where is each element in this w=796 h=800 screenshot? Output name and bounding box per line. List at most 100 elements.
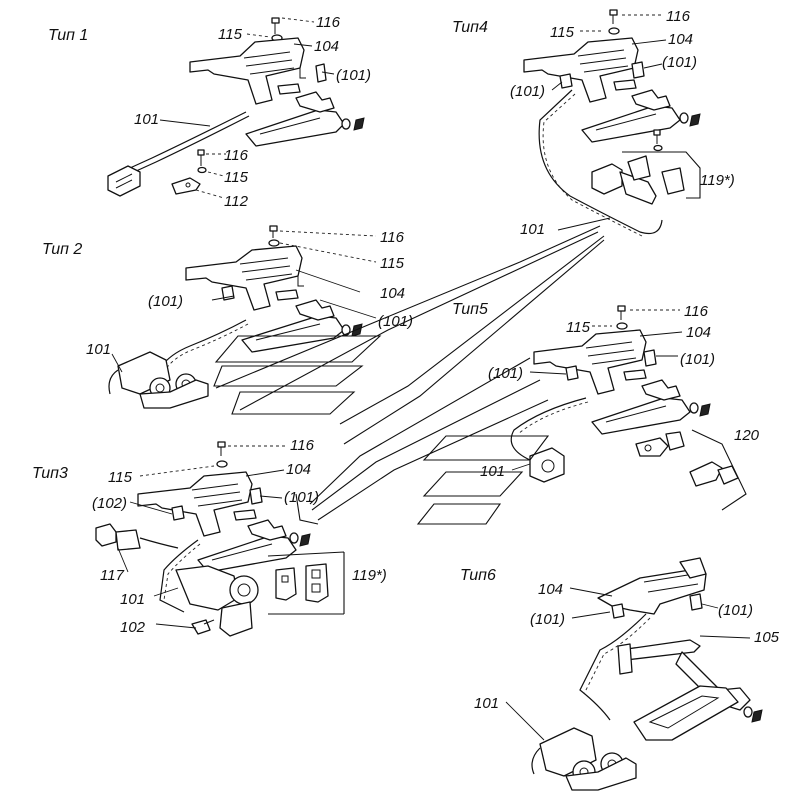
type5-label-120: 120 [734, 427, 760, 444]
type2-label-101-clip: (101) [148, 293, 183, 310]
type3-label-119: 119*) [352, 567, 387, 584]
type5-label-101: 101 [480, 463, 505, 480]
type4-lever [581, 79, 701, 143]
type3-label-102-clip: (102) [92, 495, 127, 512]
type4-bolt-small [653, 129, 663, 152]
type5-label-116: 116 [684, 303, 709, 320]
type5-title: Тип5 [452, 301, 488, 318]
type5-assembly: Тип5 [416, 301, 760, 525]
type4-washer-115 [608, 27, 620, 35]
type2-title: Тип 2 [42, 241, 82, 258]
type4-label-115: 115 [550, 24, 575, 41]
type3-label-115: 115 [108, 469, 133, 486]
type4-bracket-set-119 [622, 151, 701, 199]
type3-label-117: 117 [100, 567, 125, 584]
type5-lever [591, 369, 711, 435]
type6-label-101-right: (101) [718, 602, 753, 619]
type3-bolt-102 [191, 619, 215, 635]
type5-bracket-104 [533, 329, 647, 395]
type3-label-104: 104 [286, 461, 311, 478]
type4-label-101-right: (101) [662, 54, 697, 71]
type3-label-102: 102 [120, 619, 146, 636]
type4-label-101: 101 [520, 221, 545, 238]
type4-label-116: 116 [666, 8, 691, 25]
type1-label-116: 116 [316, 14, 341, 31]
type1-bracket-112 [171, 177, 201, 195]
type3-label-116: 116 [290, 437, 315, 454]
type2-washer-115 [268, 239, 280, 247]
type5-label-115: 115 [566, 319, 591, 336]
type3-plug-117 [95, 523, 179, 551]
type3-label-101-clip: (101) [284, 489, 319, 506]
type5-clip-101-right [643, 349, 657, 367]
type1-title: Тип 1 [48, 27, 88, 44]
type2-label-116: 116 [380, 229, 405, 246]
type3-washer-115 [216, 460, 228, 468]
type3-clip-102 [171, 505, 185, 521]
type5-washer-115 [616, 322, 628, 330]
type4-bracket-104 [523, 37, 639, 103]
type6-clip-101-right [689, 593, 703, 611]
type1-label-101-bracket: (101) [336, 67, 371, 84]
type5-clip-101-left [565, 365, 579, 381]
type3-bracket-set-119 [267, 551, 345, 615]
type4-bolt-116 [609, 9, 618, 24]
type4-clip-101-right [631, 61, 645, 79]
type6-title: Тип6 [460, 567, 496, 584]
type2-label-104: 104 [380, 285, 405, 302]
type1-label-115: 115 [218, 26, 243, 43]
type6-assembly: Тип6 104 (101) [460, 557, 780, 791]
type3-bracket-104 [137, 471, 253, 537]
type2-label-115: 115 [380, 255, 405, 272]
type2-label-101: 101 [86, 341, 111, 358]
type2-cable-101 [108, 319, 249, 409]
type4-cable-101 [538, 89, 663, 237]
type1-bolt-small-116 [197, 149, 205, 166]
type6-label-101: 101 [474, 695, 499, 712]
type1-lever [245, 83, 365, 147]
type1-clip-101 [315, 63, 327, 83]
type1-cable-101 [107, 111, 250, 197]
type4-label-101-left: (101) [510, 83, 545, 100]
type6-label-104: 104 [538, 581, 563, 598]
type1-label-112: 112 [224, 193, 249, 210]
type6-label-105: 105 [754, 629, 780, 646]
type2-bracket-104 [185, 245, 304, 311]
type5-bolt-116 [617, 305, 626, 320]
type4-title: Тип4 [452, 19, 488, 36]
type1-assembly: Тип 1 [48, 14, 371, 210]
type1-washer-small-115 [197, 166, 207, 174]
type2-plate-stack [213, 335, 382, 415]
type5-cable-101 [510, 397, 589, 483]
type5-label-104: 104 [686, 324, 711, 341]
type4-label-119: 119*) [700, 172, 735, 189]
type3-title: Тип3 [32, 465, 68, 482]
type3-cable-101 [159, 539, 259, 637]
type1-bracket-104 [189, 37, 306, 105]
type5-plate-stack [416, 435, 550, 525]
type6-cable-101 [531, 613, 651, 791]
type5-fastener-set-120 [635, 429, 747, 511]
type2-bolt-116 [269, 225, 278, 238]
connector-lines [215, 225, 605, 525]
type4-assembly: Тип4 116 115 [452, 8, 735, 238]
type3-label-101: 101 [120, 591, 145, 608]
type2-assembly: Тип 2 [42, 225, 413, 415]
type1-label-104: 104 [314, 38, 339, 55]
type2-lever [241, 289, 363, 353]
type5-label-101-right: (101) [680, 351, 715, 368]
type4-label-104: 104 [668, 31, 693, 48]
type3-clip-101 [249, 487, 263, 505]
type4-clip-101-left [559, 73, 573, 89]
type6-plate [633, 685, 763, 741]
type1-label-115-small: 115 [224, 169, 249, 186]
type1-label-101: 101 [134, 111, 159, 128]
type6-label-101-left: (101) [530, 611, 565, 628]
type6-clip-101-left [611, 603, 625, 619]
type1-bolt-116 [271, 17, 280, 34]
type3-assembly: Тип3 [32, 437, 387, 637]
type1-label-116-small: 116 [224, 147, 249, 164]
type2-label-101-bracket: (101) [378, 313, 413, 330]
type3-bolt-116 [217, 441, 226, 456]
